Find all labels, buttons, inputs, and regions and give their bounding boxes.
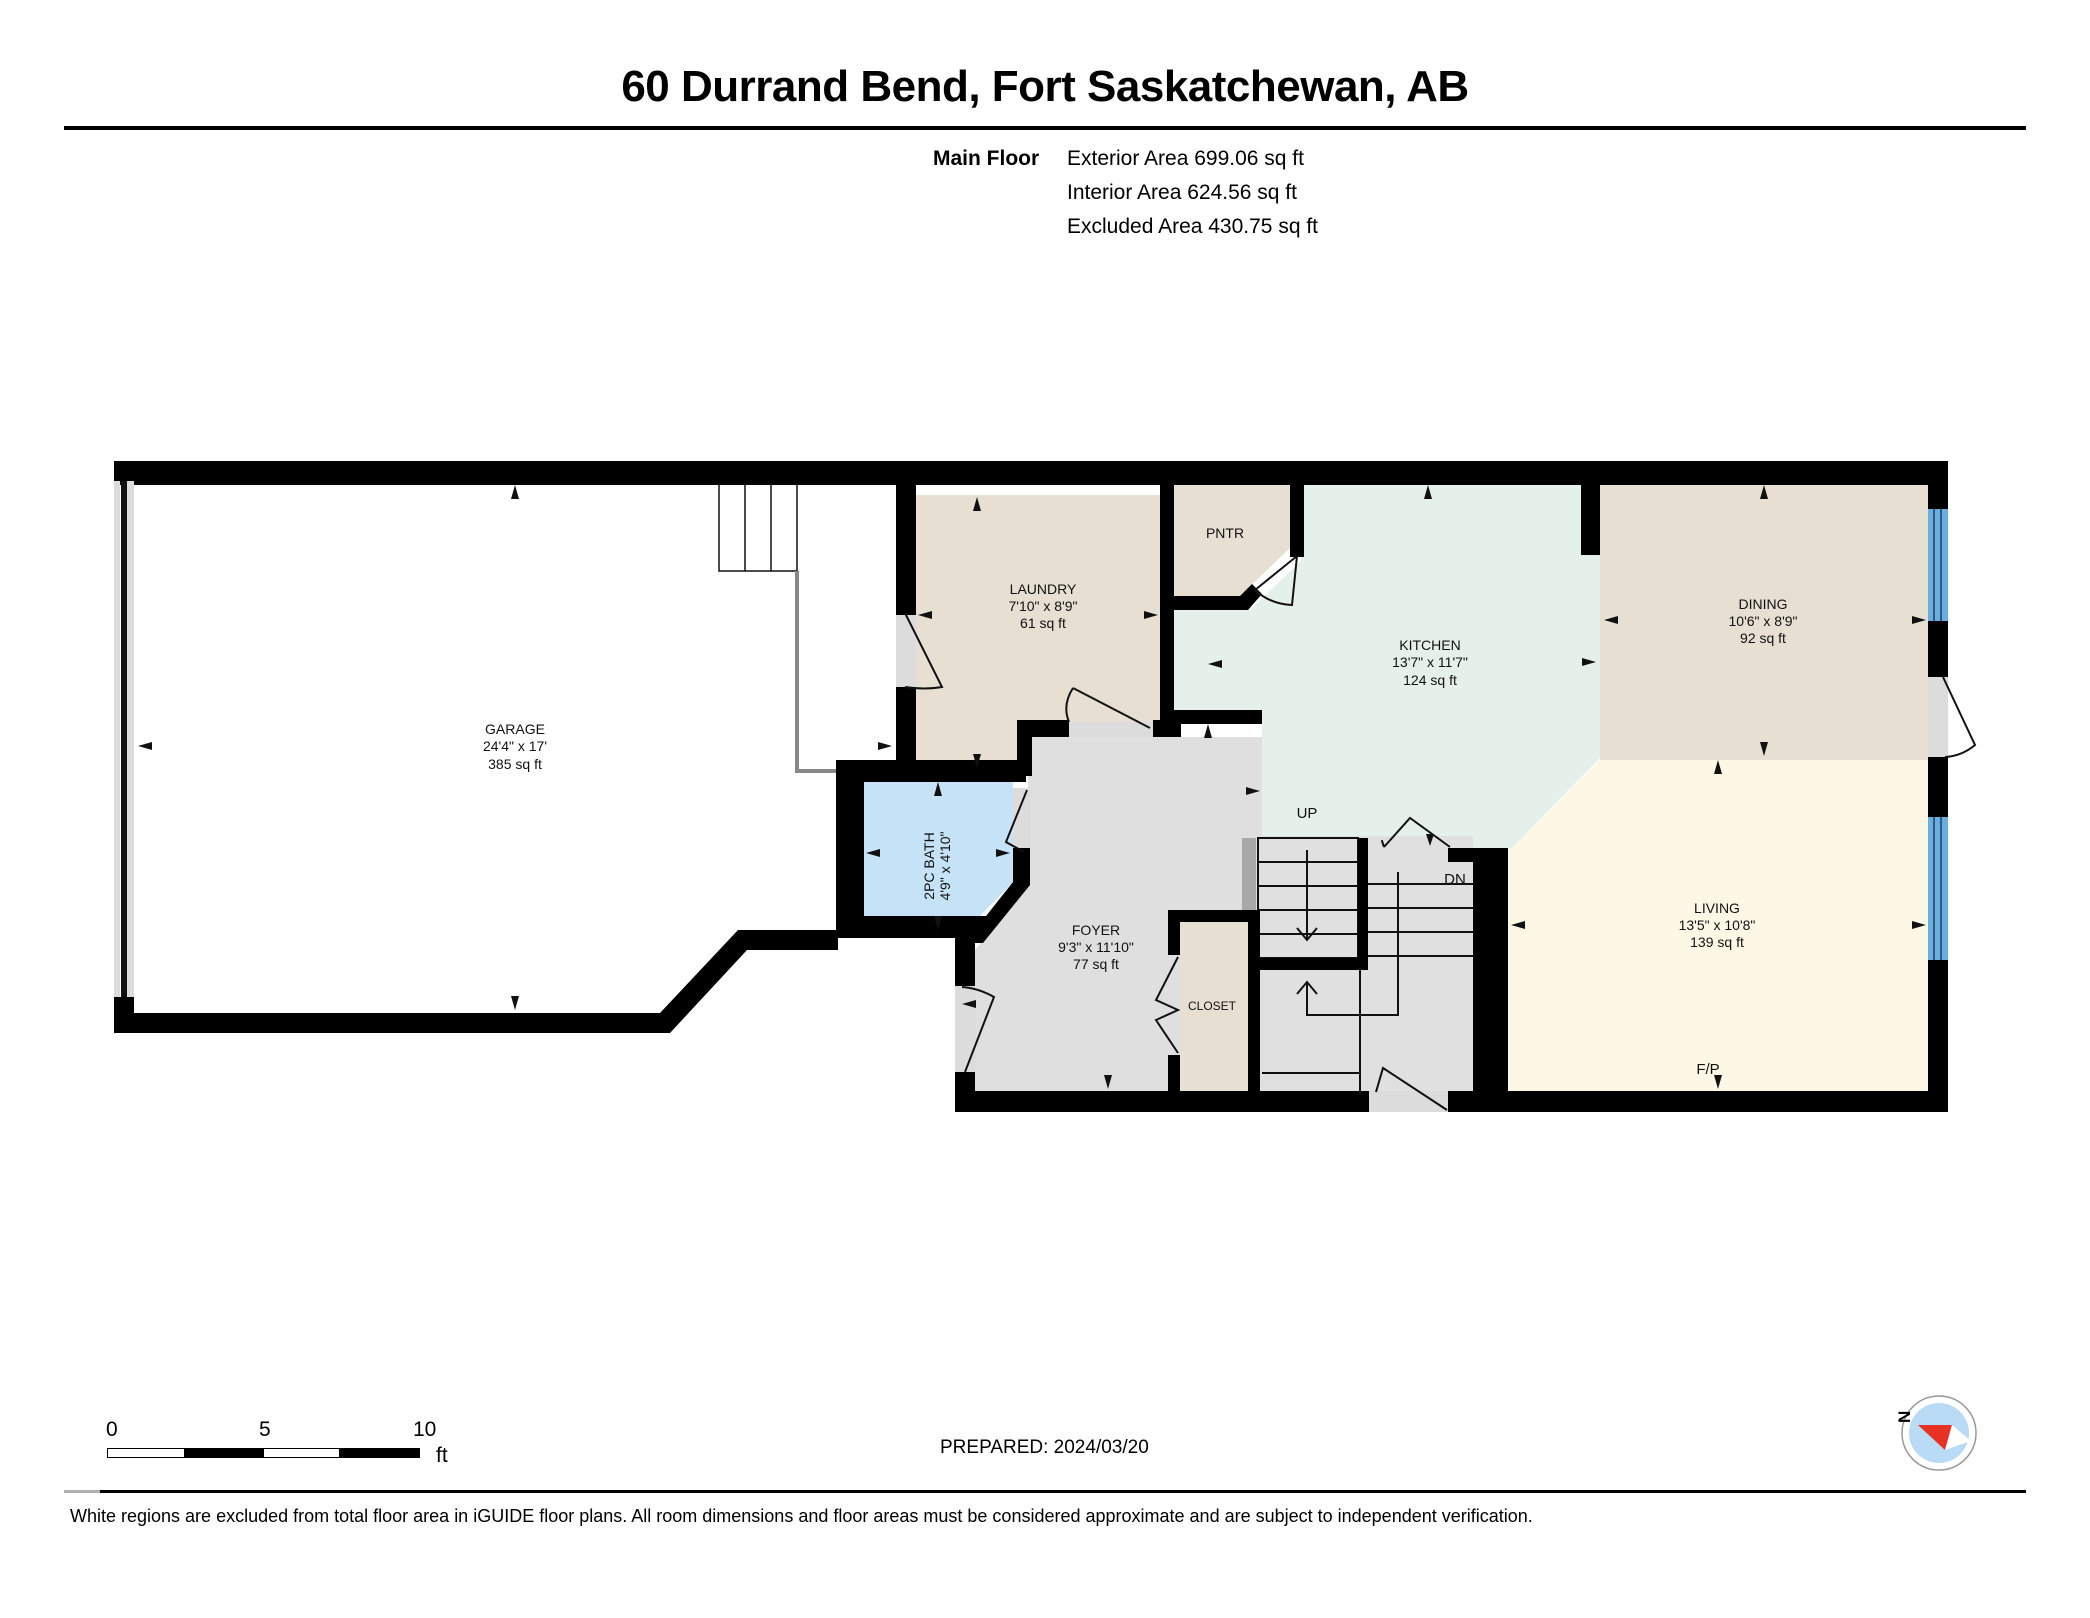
dining-name: DINING xyxy=(1739,596,1788,612)
laundry-floor xyxy=(916,495,1160,768)
scale-tick-10: 10 xyxy=(413,1418,437,1441)
garage-steps xyxy=(718,482,838,773)
room-labels: GARAGE 24'4" x 17' 385 sq ft LAUNDRY 7'1… xyxy=(483,525,1798,1078)
footer-disclaimer: White regions are excluded from total fl… xyxy=(70,1506,1533,1526)
compass-icon: N xyxy=(1895,1395,1977,1471)
pantry-name: PNTR xyxy=(1206,525,1244,541)
scale-unit: ft xyxy=(436,1444,448,1467)
closet-name: CLOSET xyxy=(1188,999,1237,1013)
walls xyxy=(114,461,1948,1112)
foyer-area: 77 sq ft xyxy=(1073,956,1119,972)
kitchen-area: 124 sq ft xyxy=(1403,672,1457,688)
living-dims: 13'5" x 10'8" xyxy=(1679,917,1756,933)
living-floor xyxy=(1508,760,1928,1091)
laundry-dims: 7'10" x 8'9" xyxy=(1009,598,1078,614)
footer-divider-accent xyxy=(64,1490,100,1493)
stairs-down-label: DN xyxy=(1444,871,1466,888)
dining-dims: 10'6" x 8'9" xyxy=(1729,613,1798,629)
kitchen-floor xyxy=(1173,485,1600,848)
header-divider xyxy=(64,126,2026,130)
scale-tick-5: 5 xyxy=(259,1418,271,1441)
living-name: LIVING xyxy=(1694,900,1740,916)
garage-area: 385 sq ft xyxy=(488,756,542,772)
pantry-floor xyxy=(1173,482,1290,596)
page-title: 60 Durrand Bend, Fort Saskatchewan, AB xyxy=(621,62,1469,111)
garage-name: GARAGE xyxy=(485,721,545,737)
stairs-up-label: UP xyxy=(1297,805,1318,822)
living-window xyxy=(1928,817,1948,960)
windows xyxy=(1928,509,1948,960)
doors xyxy=(896,553,1977,1112)
dining-floor xyxy=(1600,485,1928,760)
kitchen-dims: 13'7" x 11'7" xyxy=(1392,654,1468,670)
scale-bar: 0 5 10 ft xyxy=(106,1418,466,1478)
compass-north-label: N xyxy=(1895,1411,1914,1423)
garage-floor xyxy=(134,485,895,1015)
living-area: 139 sq ft xyxy=(1690,934,1744,950)
scale-segment xyxy=(340,1448,420,1458)
bath-name: 2PC BATH xyxy=(921,832,937,899)
prepared-date: PREPARED: 2024/03/20 xyxy=(940,1437,1149,1458)
fireplace-label: F/P xyxy=(1696,1061,1719,1078)
foyer-dims: 9'3" x 11'10" xyxy=(1058,939,1134,955)
foyer-name: FOYER xyxy=(1072,922,1120,938)
dimension-arrows xyxy=(138,485,1926,1089)
room-fills xyxy=(134,482,1928,1092)
bath-floor xyxy=(864,782,1013,916)
closet-floor xyxy=(1180,922,1248,1092)
bath-dims: 4'9" x 4'10" xyxy=(937,831,953,900)
scale-segment xyxy=(185,1448,263,1458)
interior-area: Interior Area 624.56 sq ft xyxy=(1067,181,1297,204)
scale-tick-0: 0 xyxy=(106,1418,118,1441)
dining-area: 92 sq ft xyxy=(1740,630,1786,646)
scale-segment xyxy=(263,1448,340,1458)
laundry-area: 61 sq ft xyxy=(1020,615,1066,631)
exterior-area: Exterior Area 699.06 sq ft xyxy=(1067,147,1304,170)
floor-name: Main Floor xyxy=(933,147,1040,170)
dining-window xyxy=(1928,509,1948,621)
scale-segment xyxy=(107,1448,185,1458)
laundry-name: LAUNDRY xyxy=(1010,581,1077,597)
excluded-area: Excluded Area 430.75 sq ft xyxy=(1067,215,1319,238)
kitchen-name: KITCHEN xyxy=(1399,637,1460,653)
footer-divider xyxy=(64,1490,2026,1493)
garage-dims: 24'4" x 17' xyxy=(483,738,547,754)
